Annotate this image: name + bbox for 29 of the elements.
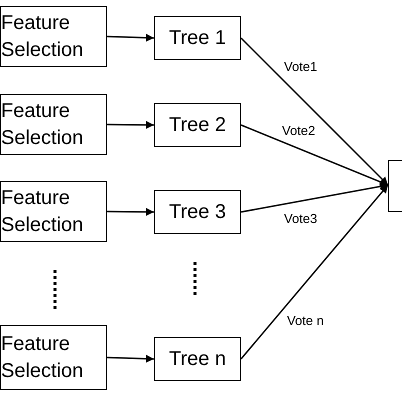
process-box [154, 190, 241, 234]
node-label: Tree 3 [168, 200, 226, 224]
process-box [0, 94, 107, 155]
node-label: Feature Selection [1, 186, 84, 238]
arrow [240, 124, 388, 186]
arrow [240, 37, 389, 186]
node-label: Feature Selection [1, 10, 84, 62]
arrow [240, 182, 388, 213]
arrow [106, 354, 154, 363]
edge-label: Vote3 [283, 212, 318, 226]
node-label: Tree n [168, 346, 226, 372]
process-box [0, 6, 107, 67]
process-box [154, 103, 241, 147]
node-label: Feature Selection [1, 332, 84, 384]
process-box [0, 181, 107, 242]
node-label: Tree 2 [168, 112, 226, 138]
edge-label: Vote2 [281, 124, 316, 138]
process-box [154, 337, 241, 381]
arrow [107, 120, 154, 129]
output-box [388, 160, 402, 212]
arrow [107, 208, 154, 216]
arrow [106, 34, 154, 42]
arrow [240, 184, 389, 360]
node-label: Feature Selection [1, 98, 84, 150]
node-label: Tree 1 [168, 26, 226, 50]
process-box [154, 16, 241, 60]
edge-label: Vote n [286, 314, 325, 328]
process-box [0, 325, 107, 390]
edge-label: Vote1 [283, 60, 318, 74]
